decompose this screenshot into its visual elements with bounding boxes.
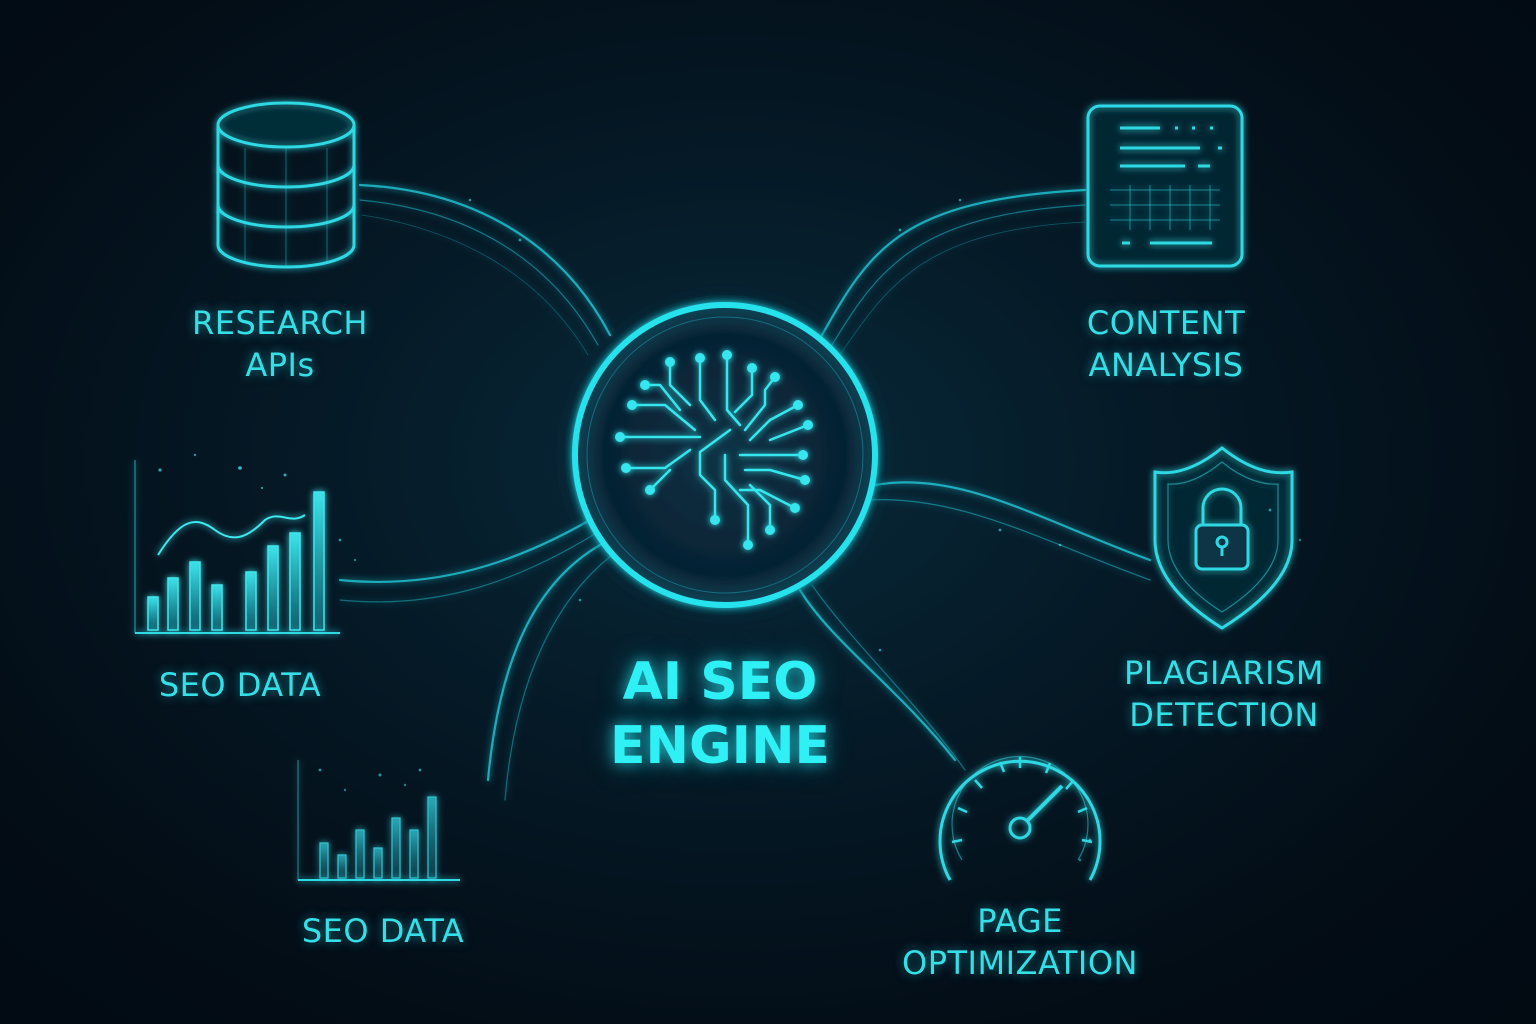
- label-plagiarism-detection-line1: PLAGIARISM: [1124, 654, 1324, 692]
- center-title-line2: ENGINE: [609, 716, 831, 776]
- speedometer-icon: [938, 755, 1102, 881]
- label-seo-data-1-line1: SEO DATA: [158, 666, 322, 704]
- label-seo-data-2-line1: SEO DATA: [301, 912, 465, 950]
- shield-lock-icon: [1153, 446, 1294, 630]
- connector-page-optimization-b: [811, 584, 966, 771]
- central-hub: [565, 295, 885, 615]
- connector-seo-data-1-b: [339, 531, 599, 603]
- label-page-optimization: PAGE OPTIMIZATION: [888, 900, 1152, 984]
- connector-plagiarism-b: [867, 499, 1151, 581]
- connector-research-apis-b: [359, 199, 599, 346]
- connector-seo-data-1: [338, 518, 592, 584]
- label-page-optimization-line1: PAGE: [977, 902, 1063, 940]
- label-research-apis: RESEARCH APIs: [180, 302, 380, 386]
- hub-inner-ring: [586, 316, 864, 594]
- brain-circuit-icon: [618, 353, 810, 547]
- connector-plagiarism: [873, 481, 1152, 562]
- connector-content-analysis-c: [839, 221, 1086, 356]
- document-icon: [1086, 104, 1244, 268]
- label-plagiarism-detection: PLAGIARISM DETECTION: [1104, 652, 1344, 736]
- connector-research-apis: [358, 183, 612, 337]
- connector-research-apis-c: [361, 214, 589, 356]
- connector-content-analysis: [820, 188, 1087, 337]
- label-seo-data-2: SEO DATA: [283, 910, 483, 952]
- database-icon: [216, 101, 356, 269]
- label-content-analysis: CONTENT ANALYSIS: [1056, 302, 1276, 386]
- label-seo-data-1: SEO DATA: [140, 664, 340, 706]
- label-page-optimization-line2: OPTIMIZATION: [902, 944, 1138, 982]
- center-title-line1: AI SEO: [622, 652, 818, 712]
- connector-seo-data-2-b: [504, 554, 613, 801]
- connector-page-optimization: [798, 588, 957, 762]
- bar-chart-icon-1: [134, 460, 340, 634]
- connector-content-analysis-b: [831, 204, 1086, 346]
- label-research-apis-line1: RESEARCH: [192, 304, 368, 342]
- particle-field: [158, 198, 1302, 862]
- label-content-analysis-line2: ANALYSIS: [1088, 346, 1244, 384]
- brain-circuit-nodes: [615, 350, 813, 550]
- connector-seo-data-2: [486, 543, 602, 782]
- connector-lines: [338, 183, 1152, 801]
- label-research-apis-line2: APIs: [245, 346, 315, 384]
- center-title: AI SEO ENGINE: [560, 650, 880, 778]
- bar-chart-icon-2: [297, 760, 460, 881]
- label-plagiarism-detection-line2: DETECTION: [1129, 696, 1319, 734]
- label-content-analysis-line1: CONTENT: [1086, 304, 1246, 342]
